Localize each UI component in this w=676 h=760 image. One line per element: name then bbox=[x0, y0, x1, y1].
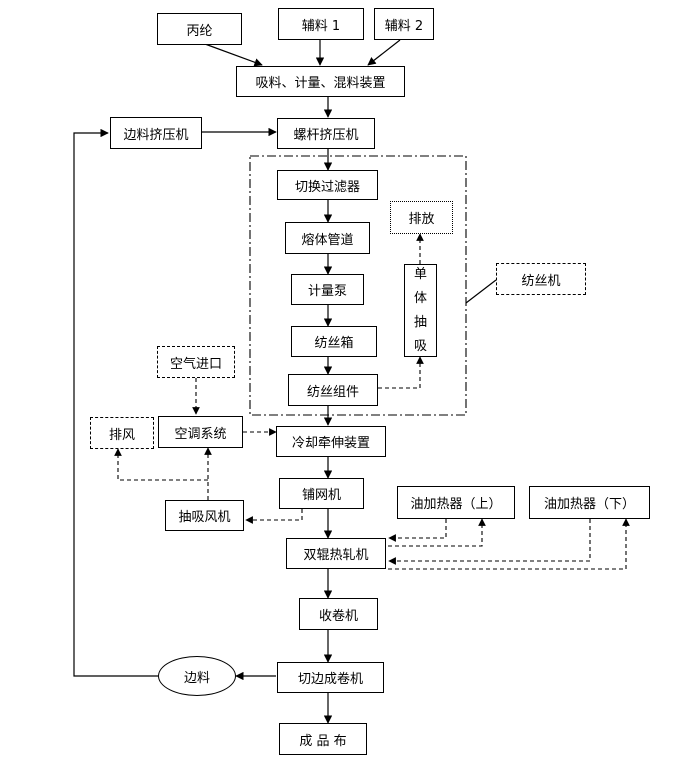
node-spin-box-label: 纺丝箱 bbox=[314, 336, 354, 351]
node-oil-heater-down: 油加热器（下） bbox=[529, 486, 650, 519]
node-meter-pump: 计量泵 bbox=[291, 274, 364, 305]
node-single-suction-char-2: 体 bbox=[413, 290, 427, 306]
node-spinning-machine-label: 纺丝机 bbox=[521, 273, 561, 289]
node-winder: 收卷机 bbox=[299, 598, 378, 630]
node-mixer-label: 吸料、计量、混料装置 bbox=[255, 76, 386, 91]
node-discharge-label: 排放 bbox=[408, 212, 435, 227]
node-melt-pipe: 熔体管道 bbox=[285, 222, 370, 254]
node-mixer: 吸料、计量、混料装置 bbox=[236, 66, 405, 97]
node-single-suction: 单 体 抽 吸 bbox=[404, 264, 437, 357]
node-suction-fan: 抽吸风机 bbox=[165, 500, 244, 531]
node-winder-label: 收卷机 bbox=[318, 608, 358, 624]
node-fuliao1-label: 辅料 1 bbox=[301, 18, 341, 34]
edge-fan-exhaust bbox=[114, 448, 208, 481]
node-cooling: 冷却牵伸装置 bbox=[276, 426, 386, 457]
node-filter-label: 切换过滤器 bbox=[294, 179, 360, 195]
node-spin-assembly-label: 纺丝组件 bbox=[306, 384, 359, 400]
node-ac-system-label: 空调系统 bbox=[174, 426, 227, 442]
node-fuliao1: 辅料 1 bbox=[278, 8, 364, 40]
node-fuliao2-label: 辅料 2 bbox=[384, 18, 424, 34]
node-fuliao2: 辅料 2 bbox=[374, 8, 434, 40]
node-exhaust-label: 排风 bbox=[108, 427, 135, 443]
node-oil-heater-down-label: 油加热器（下） bbox=[543, 497, 635, 512]
node-melt-pipe-label: 熔体管道 bbox=[301, 232, 354, 248]
node-suction-fan-label: 抽吸风机 bbox=[178, 510, 231, 525]
node-slitter: 切边成卷机 bbox=[277, 662, 384, 693]
node-web-former: 铺网机 bbox=[279, 478, 364, 509]
node-single-suction-char-4: 吸 bbox=[413, 338, 427, 354]
edge-edgewaste-loop bbox=[73, 128, 158, 677]
node-product-label: 成 品 布 bbox=[299, 733, 347, 749]
node-air-inlet-label: 空气进口 bbox=[169, 356, 222, 372]
edge-oildown-calender bbox=[388, 519, 591, 565]
node-edge-waste: 边料 bbox=[158, 656, 236, 696]
node-exhaust: 排风 bbox=[90, 417, 154, 449]
edge-oilup-calender bbox=[388, 519, 447, 542]
node-calender-label: 双辊热轧机 bbox=[303, 548, 369, 563]
node-meter-pump-label: 计量泵 bbox=[307, 284, 347, 299]
edge-binglun-mixer bbox=[204, 43, 263, 67]
node-edge-waste-label: 边料 bbox=[183, 670, 210, 686]
node-cooling-label: 冷却牵伸装置 bbox=[291, 436, 370, 451]
spinning-machine-boundary bbox=[249, 155, 467, 416]
edge-webformer-fan bbox=[245, 509, 303, 524]
node-ac-system: 空调系统 bbox=[158, 416, 243, 448]
node-spinning-machine: 纺丝机 bbox=[496, 263, 586, 295]
node-air-inlet: 空气进口 bbox=[157, 346, 235, 378]
node-single-suction-char-3: 抽 bbox=[413, 314, 427, 330]
node-oil-heater-up-label: 油加热器（上） bbox=[410, 497, 502, 512]
node-web-former-label: 铺网机 bbox=[301, 488, 341, 503]
node-product: 成 品 布 bbox=[279, 723, 367, 755]
node-discharge: 排放 bbox=[390, 201, 453, 234]
node-screw-extruder: 螺杆挤压机 bbox=[277, 118, 375, 149]
edge-fuliao2-mixer bbox=[367, 39, 401, 66]
edge-calender-oilup bbox=[388, 518, 486, 547]
node-calender: 双辊热轧机 bbox=[286, 538, 386, 569]
node-filter: 切换过滤器 bbox=[277, 170, 378, 200]
node-edge-extruder: 边料挤压机 bbox=[110, 117, 202, 149]
node-spin-assembly: 纺丝组件 bbox=[288, 374, 378, 406]
node-binglun: 丙纶 bbox=[157, 13, 242, 45]
edge-spinningmachine-callout bbox=[465, 279, 497, 304]
node-edge-extruder-label: 边料挤压机 bbox=[123, 127, 189, 143]
node-single-suction-char-1: 单 bbox=[413, 266, 427, 282]
node-binglun-label: 丙纶 bbox=[186, 23, 213, 39]
node-oil-heater-up: 油加热器（上） bbox=[397, 486, 515, 519]
edge-calender-oildown bbox=[388, 518, 630, 570]
node-slitter-label: 切边成卷机 bbox=[297, 672, 363, 687]
edge-assembly-suction bbox=[378, 356, 424, 389]
node-screw-extruder-label: 螺杆挤压机 bbox=[293, 128, 359, 143]
node-spin-box: 纺丝箱 bbox=[291, 326, 377, 357]
